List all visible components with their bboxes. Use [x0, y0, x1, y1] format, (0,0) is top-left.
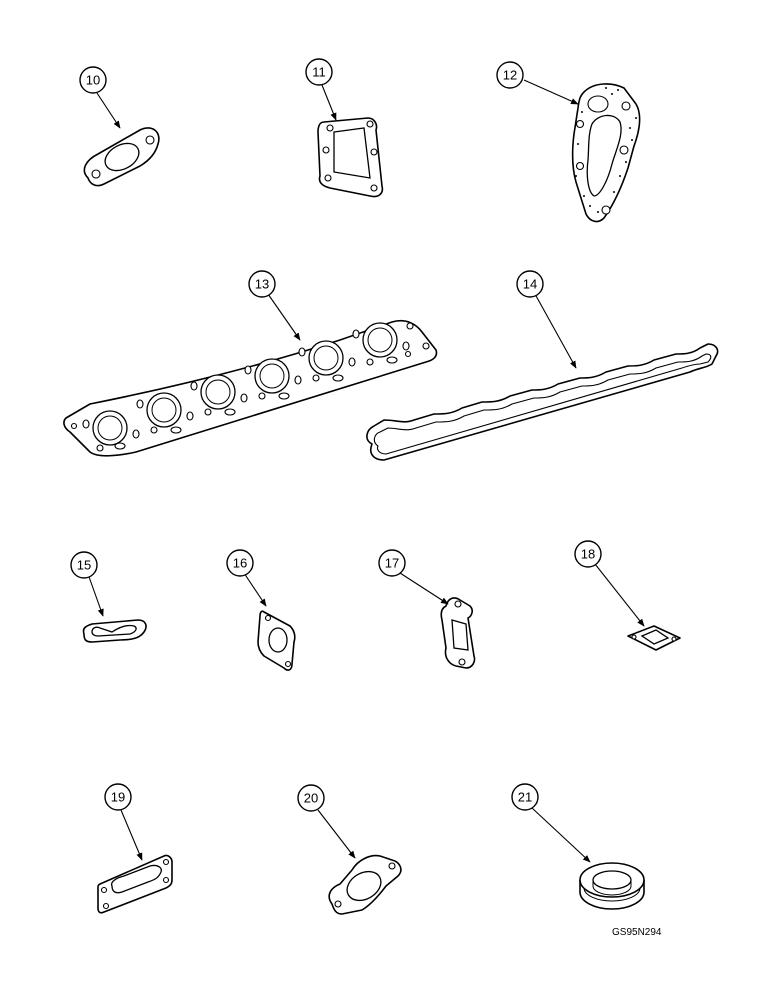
leader-12	[523, 79, 579, 105]
gasket-12	[571, 83, 641, 223]
callout-17-label: 17	[385, 556, 399, 571]
leader-16	[243, 572, 267, 607]
gasket-17	[440, 597, 476, 669]
callout-12: 12	[496, 61, 524, 89]
leader-17	[399, 572, 449, 605]
callout-11: 11	[305, 58, 333, 86]
callout-14: 14	[516, 270, 544, 298]
callout-10-label: 10	[86, 73, 100, 88]
callout-17: 17	[378, 549, 406, 577]
figure-code: GS95N294	[612, 927, 662, 938]
callout-19-label: 19	[111, 790, 125, 805]
callout-14-label: 14	[523, 277, 537, 292]
gasket-13-cylinder-head	[63, 319, 438, 457]
gasket-18	[627, 625, 681, 651]
leader-10	[96, 92, 121, 129]
gasket-19	[97, 854, 173, 914]
gasket-20	[328, 854, 402, 915]
seal-21	[579, 862, 645, 910]
callout-16-label: 16	[233, 556, 247, 571]
gasket-15	[82, 619, 147, 643]
leader-14	[534, 293, 577, 369]
gasket-16	[257, 610, 296, 671]
leader-18	[594, 563, 645, 627]
callout-21: 21	[511, 783, 539, 811]
callout-15: 15	[70, 551, 98, 579]
callout-20: 20	[297, 784, 325, 812]
leader-11	[321, 84, 337, 121]
callout-15-label: 15	[77, 558, 91, 573]
callout-19: 19	[104, 783, 132, 811]
callout-21-label: 21	[518, 790, 532, 805]
gasket-10	[83, 127, 160, 187]
leader-20	[317, 809, 356, 859]
callout-20-label: 20	[304, 791, 318, 806]
gasket-11	[317, 117, 384, 198]
callout-13: 13	[248, 270, 276, 298]
leader-19	[120, 809, 143, 861]
callout-16: 16	[226, 549, 254, 577]
callout-18: 18	[574, 540, 602, 568]
callout-13-label: 13	[255, 277, 269, 292]
leader-13	[267, 293, 301, 341]
callout-18-label: 18	[581, 547, 595, 562]
callout-11-label: 11	[312, 65, 326, 80]
leader-15	[87, 573, 104, 617]
gasket-14-rocker-cover	[366, 343, 719, 461]
callout-12-label: 12	[503, 68, 517, 83]
callout-10: 10	[79, 66, 107, 94]
leader-21	[531, 807, 591, 863]
